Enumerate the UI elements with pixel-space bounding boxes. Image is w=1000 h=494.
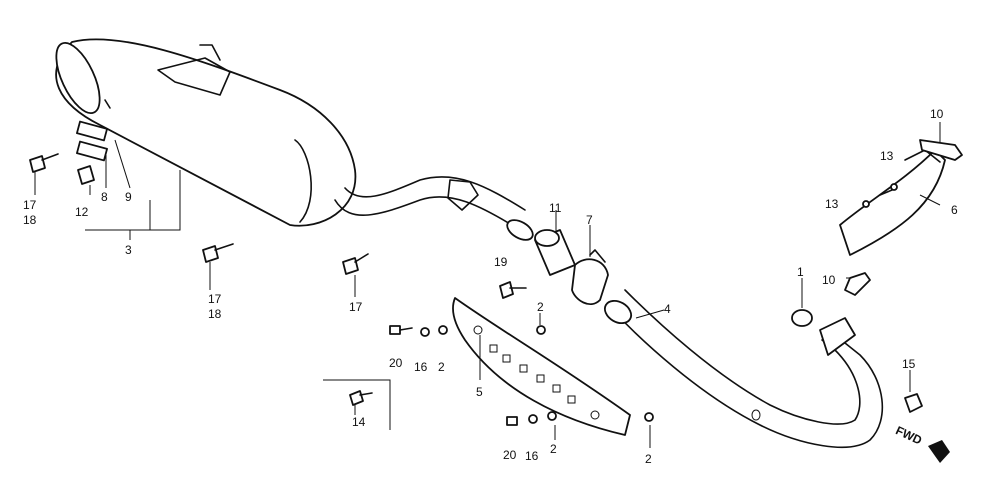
bracket-10-top [919, 139, 963, 161]
muffler [55, 38, 357, 227]
fasteners [29, 120, 923, 426]
band-7 [571, 249, 609, 305]
label-15: 15 [902, 357, 916, 371]
label-14: 14 [352, 415, 366, 429]
gasket-1 [791, 309, 813, 327]
label-2: 2 [645, 452, 652, 466]
muffler-pipe [334, 176, 534, 241]
label-6: 6 [951, 203, 958, 217]
label-20: 20 [503, 448, 517, 462]
label-13: 13 [880, 149, 894, 163]
label-7: 7 [586, 213, 593, 227]
label-12: 12 [75, 205, 89, 219]
exhaust-pipe [603, 289, 884, 448]
gasket-11 [534, 229, 576, 276]
label-16: 16 [414, 360, 428, 374]
label-fwd: FWD [893, 423, 924, 447]
label-16: 16 [525, 449, 539, 463]
label-4: 4 [664, 302, 671, 316]
label-11: 11 [549, 201, 562, 215]
label-13: 13 [825, 197, 839, 211]
heat-protector [452, 297, 631, 436]
label-10: 10 [930, 107, 944, 121]
label-10: 10 [822, 273, 836, 287]
label-3: 3 [125, 243, 132, 257]
part-labels: 1 2 2 2 2 3 4 5 6 7 8 9 10 10 11 12 13 1… [23, 107, 958, 466]
heat-guard [839, 149, 946, 256]
label-8: 8 [101, 190, 108, 204]
label-9: 9 [125, 190, 132, 204]
label-2: 2 [550, 442, 557, 456]
fwd-arrow [928, 440, 950, 463]
callout-lines [34, 122, 941, 448]
label-1: 1 [797, 265, 804, 279]
label-18: 18 [208, 307, 222, 321]
label-17: 17 [208, 292, 222, 306]
label-5: 5 [476, 385, 483, 399]
label-17: 17 [23, 198, 37, 212]
label-2: 2 [438, 360, 445, 374]
label-17: 17 [349, 300, 363, 314]
bracket-10-bottom [844, 272, 871, 296]
label-20: 20 [389, 356, 403, 370]
label-18: 18 [23, 213, 37, 227]
label-2: 2 [537, 300, 544, 314]
label-19: 19 [494, 255, 508, 269]
